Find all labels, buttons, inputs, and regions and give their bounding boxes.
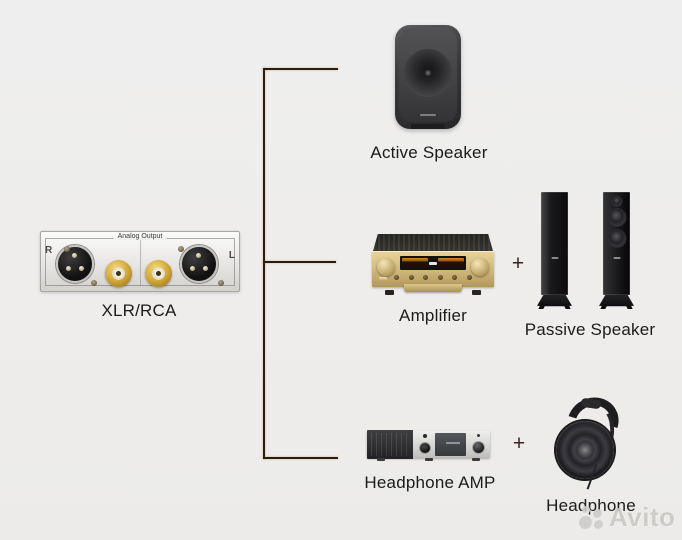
xlr-pin [66, 266, 71, 271]
watermark: Avito [579, 502, 676, 533]
active-speaker-image [395, 25, 461, 129]
active-speaker-label: Active Speaker [370, 143, 488, 162]
speaker-logo-mark [613, 256, 620, 259]
xlr-connector-right [180, 245, 218, 283]
amplifier-logo-mark [429, 261, 437, 265]
xlr-pin [79, 266, 84, 271]
xlr-rca-label: XLR/RCA [101, 301, 177, 320]
vu-meter-left [402, 258, 428, 268]
xlr-pin [190, 266, 195, 271]
headphone-driver-hub [577, 442, 593, 458]
device-foot [377, 458, 385, 461]
branch-line-active-speaker [263, 68, 338, 70]
headphone-amp-label: Headphone AMP [364, 473, 496, 492]
rca-hole [116, 271, 121, 276]
logo-circle [582, 505, 590, 514]
panel-screw [178, 246, 184, 252]
headphone-amp-marker [477, 434, 480, 437]
rca-hole [156, 271, 161, 276]
amplifier-knob-right [471, 258, 489, 276]
logo-circle [593, 508, 603, 519]
headphone-ear-cup [556, 421, 614, 479]
panel-title: Analog Output [113, 233, 167, 240]
vu-meter-right [438, 258, 464, 268]
amplifier-power-button [379, 277, 387, 281]
speaker-logo-mark [420, 114, 436, 116]
amplifier-foot [472, 290, 481, 295]
headphone-amp-vent-block [367, 430, 413, 459]
headphone-image [551, 388, 628, 490]
rca-jack-left [105, 260, 132, 287]
avito-logo-icon [579, 504, 606, 532]
xlr-pin [196, 253, 201, 258]
amplifier-image [372, 234, 494, 296]
amplifier-front-panel [372, 251, 494, 287]
right-channel-label: R [45, 245, 53, 256]
xlr-pin [203, 266, 208, 271]
passive-speaker-image [537, 192, 572, 309]
amplifier-button [423, 275, 429, 280]
headphone-label: Headphone [546, 496, 636, 515]
speaker-tweeter-dot [424, 69, 432, 77]
speaker-logo-mark [551, 256, 558, 259]
panel-screw [218, 280, 224, 286]
bracket-vertical-line [263, 68, 265, 459]
woofer-driver [608, 209, 625, 226]
amplifier-meter-display [400, 256, 466, 270]
xlr-connector-left [56, 245, 94, 283]
plus-sign-middle: + [511, 252, 525, 275]
amplifier-button [452, 275, 458, 280]
branch-line-headphone-amp [263, 457, 338, 459]
headphone-amp-led [423, 434, 427, 438]
panel-screw [64, 246, 70, 252]
amplifier-knob-left [377, 258, 395, 276]
plus-sign-bottom: + [512, 432, 526, 455]
amplifier-button [394, 275, 399, 280]
watermark-brand-text: Avito [609, 502, 676, 532]
logo-circle [594, 519, 604, 530]
left-channel-label: L [228, 250, 235, 261]
rca-core [152, 267, 165, 280]
speaker-plinth [537, 295, 572, 309]
headphone-jack [420, 443, 430, 453]
panel-screw [91, 280, 97, 286]
amplifier-button-row [394, 275, 472, 280]
xlr-rca-panel-image: Analog Output R L [40, 231, 240, 292]
tweeter-driver [612, 197, 621, 206]
headphone-amp-display [435, 433, 466, 456]
passive-speaker-label: Passive Speaker [524, 320, 656, 339]
passive-speaker-image [599, 192, 634, 309]
amplifier-button [466, 275, 472, 280]
amplifier-button [408, 275, 414, 280]
rca-jack-right [145, 260, 172, 287]
xlr-pin [72, 253, 77, 258]
amplifier-button [437, 275, 443, 280]
headphone-amp-image [367, 430, 490, 461]
branch-line-amplifier [263, 261, 336, 263]
woofer-driver [608, 230, 625, 247]
logo-circle [579, 515, 593, 530]
device-foot [472, 458, 480, 461]
speaker-base [411, 124, 445, 129]
amplifier-foot [385, 290, 394, 295]
device-foot [425, 458, 433, 461]
amplifier-label: Amplifier [399, 306, 467, 325]
panel-divider [140, 240, 141, 286]
rca-core [112, 267, 125, 280]
amplifier-front-tray [404, 284, 462, 292]
headphone-amp-volume-knob [473, 442, 484, 453]
amplifier-top-vents [373, 234, 493, 251]
speaker-plinth [599, 295, 634, 309]
